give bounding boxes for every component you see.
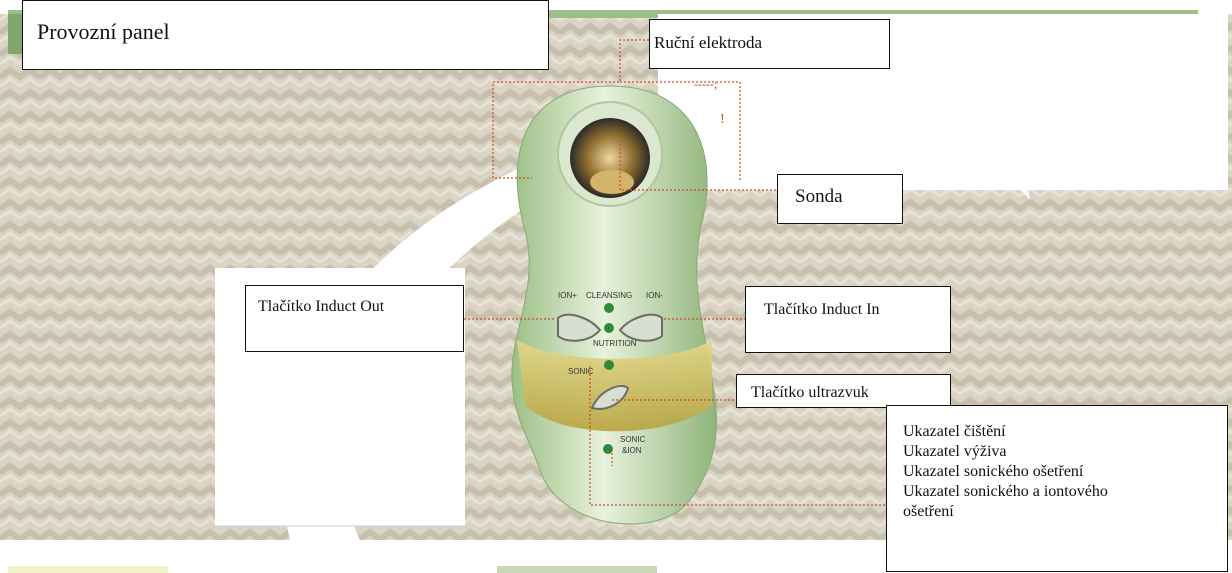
label-hand-electrode: Ruční elektroda bbox=[649, 19, 890, 69]
stray-dash-mark: -----; bbox=[694, 77, 717, 92]
page-title: Provozní panel bbox=[22, 0, 549, 70]
label-ultrasound: Tlačítko ultrazvuk bbox=[736, 374, 951, 408]
device-label-cleansing: CLEANSING bbox=[586, 291, 632, 300]
label-probe: Sonda bbox=[777, 174, 903, 224]
stray-excl-mark: ! bbox=[720, 112, 725, 128]
label-induct-out: Tlačítko Induct Out bbox=[245, 285, 464, 352]
indicator-sonic: Ukazatel sonického ošetření bbox=[903, 462, 1108, 482]
indicator-sonic-ion: Ukazatel sonického a iontového bbox=[903, 482, 1108, 502]
device-label-ion-minus: ION- bbox=[646, 291, 663, 300]
device-label-nutrition: NUTRITION bbox=[593, 339, 637, 348]
indicator-cleansing: Ukazatel čištění bbox=[903, 422, 1108, 442]
device-label-sonic-ion-1: SONIC bbox=[620, 435, 645, 444]
label-induct-in: Tlačítko Induct In bbox=[745, 286, 951, 353]
indicator-nutrition: Ukazatel výživa bbox=[903, 442, 1108, 462]
device-label-sonic-ion-2: &ION bbox=[622, 446, 642, 455]
device-label-sonic: SONIC bbox=[568, 367, 593, 376]
device-label-ion-plus: ION+ bbox=[558, 291, 577, 300]
indicator-list: Ukazatel čištění Ukazatel výživa Ukazate… bbox=[903, 422, 1108, 522]
indicator-sonic-ion-cont: ošetření bbox=[903, 502, 1108, 522]
